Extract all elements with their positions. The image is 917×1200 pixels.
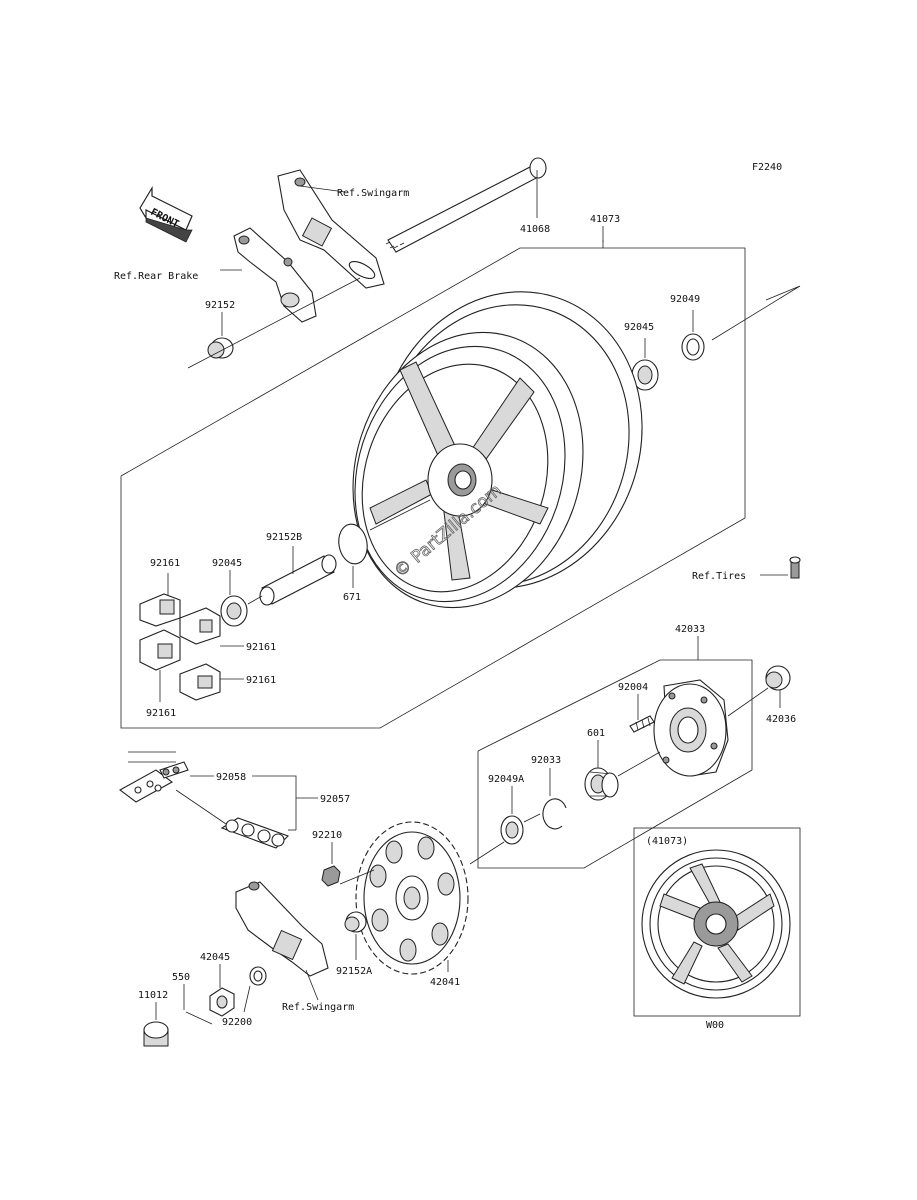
damper-92161-b <box>179 607 221 645</box>
ref-tires: Ref.Tires <box>692 571 746 582</box>
label-42041: 42041 <box>430 977 460 988</box>
bearing-92045-left <box>220 595 248 627</box>
label-92161-bottom: 92161 <box>146 708 176 719</box>
label-92161-top: 92161 <box>150 558 180 569</box>
label-92045-right: 92045 <box>624 322 654 333</box>
rear-sprocket-42041 <box>355 821 469 975</box>
label-92200: 92200 <box>222 1017 252 1028</box>
label-601: 601 <box>587 728 605 739</box>
label-92161-right: 92161 <box>246 675 276 686</box>
axle-nut-42045 <box>209 987 235 1017</box>
label-92049a: 92049A <box>488 774 524 785</box>
damper-92161-c <box>139 629 181 671</box>
swingarm-bracket-top <box>277 169 385 289</box>
figure-code: F2240 <box>752 162 782 173</box>
label-42033: 42033 <box>675 624 705 635</box>
inset-frame <box>633 827 801 1017</box>
cap-11012 <box>143 1021 169 1047</box>
label-92045-left: 92045 <box>212 558 242 569</box>
label-550: 550 <box>172 972 190 983</box>
stud-92004 <box>629 715 655 733</box>
label-92161-mid: 92161 <box>246 642 276 653</box>
seal-92049 <box>681 333 705 361</box>
label-11012: 11012 <box>138 990 168 1001</box>
inset-title: (41073) <box>646 836 688 847</box>
seal-92049a <box>500 815 524 845</box>
bearing-601 <box>584 767 619 801</box>
coupling-assembly-outline <box>477 659 753 869</box>
cotter-pin-550 <box>185 1011 213 1025</box>
label-92004: 92004 <box>618 682 648 693</box>
master-link-92058 <box>118 751 189 803</box>
damper-92161-a <box>139 593 181 627</box>
ref-swingarm-top: Ref.Swingarm <box>337 188 409 199</box>
rear-coupling <box>653 679 729 777</box>
washer-92200 <box>249 966 267 986</box>
label-92033: 92033 <box>531 755 561 766</box>
ref-swingarm-bottom: Ref.Swingarm <box>282 1002 354 1013</box>
label-92058: 92058 <box>216 772 246 783</box>
label-42045: 42045 <box>200 952 230 963</box>
collar-92152b <box>259 554 337 606</box>
label-42036: 42036 <box>766 714 796 725</box>
collar-42036 <box>765 665 791 691</box>
label-92057: 92057 <box>320 794 350 805</box>
label-41073: 41073 <box>590 214 620 225</box>
ref-rear-brake: Ref.Rear Brake <box>114 271 198 282</box>
drive-chain-92057 <box>175 789 290 849</box>
rear-wheel-rim <box>352 291 643 609</box>
collar-92152 <box>207 337 234 359</box>
damper-92161-d <box>179 663 221 701</box>
inset-wheel <box>641 849 791 999</box>
collar-92152a <box>344 911 367 933</box>
swingarm-bracket-bottom <box>235 881 329 977</box>
circlip-92033 <box>542 798 567 830</box>
label-671: 671 <box>343 592 361 603</box>
o-ring-671 <box>338 523 368 565</box>
label-92152b: 92152B <box>266 532 302 543</box>
inset-code: W00 <box>706 1020 724 1031</box>
nut-92210 <box>321 865 341 887</box>
tire-valve <box>789 556 801 579</box>
front-arrow-icon: FRONT <box>139 185 193 243</box>
label-92210: 92210 <box>312 830 342 841</box>
label-92152a: 92152A <box>336 966 372 977</box>
label-92049: 92049 <box>670 294 700 305</box>
label-41068: 41068 <box>520 224 550 235</box>
axle <box>385 157 547 253</box>
wheel-assembly-outline <box>120 247 746 729</box>
rear-brake-bracket <box>233 227 317 323</box>
label-92152: 92152 <box>205 300 235 311</box>
